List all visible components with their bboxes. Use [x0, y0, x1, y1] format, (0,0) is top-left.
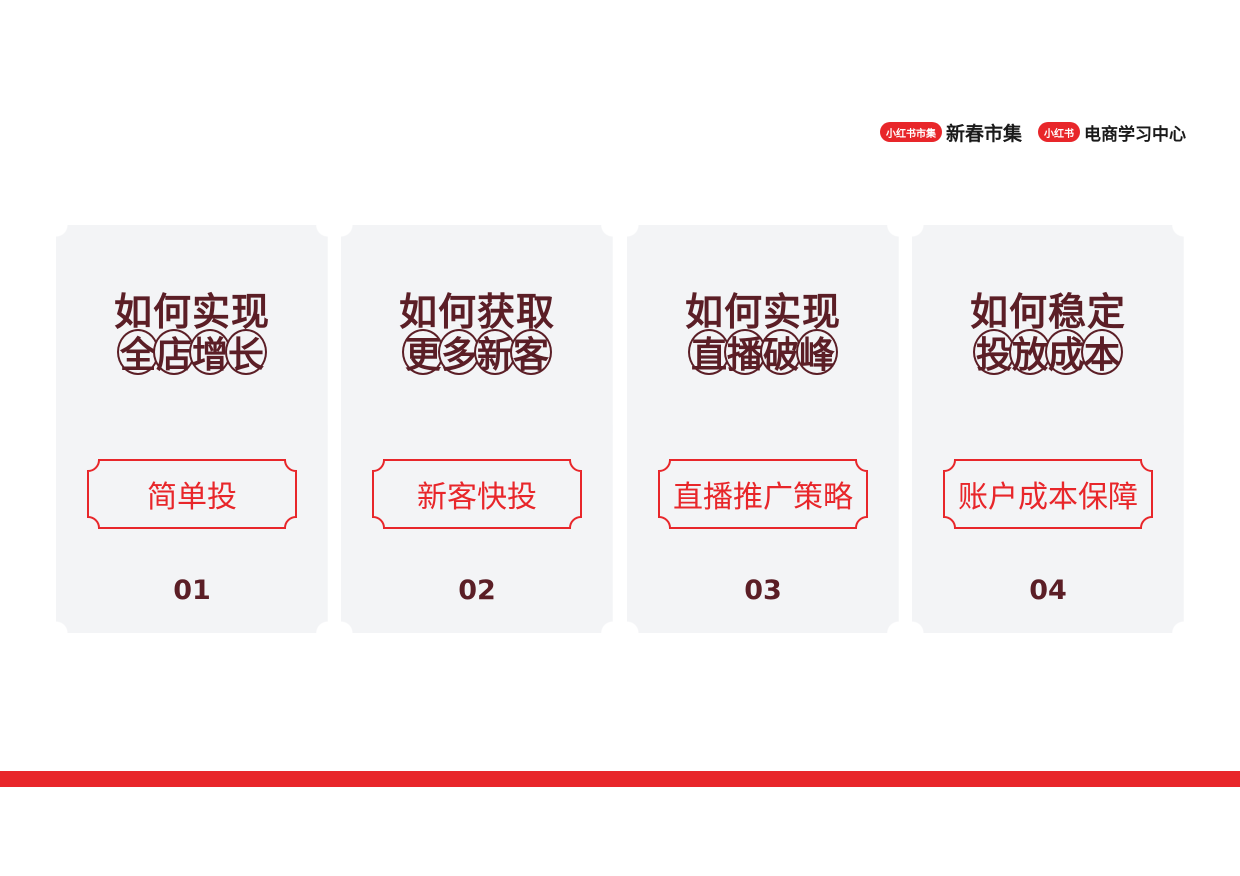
card-2[interactable]: 如何获取 更 多 新 客 新客快投 02 [341, 225, 613, 633]
goal-char: 新 [474, 329, 516, 376]
goal-char: 峰 [796, 329, 838, 376]
card-tag: 简单投 [147, 480, 237, 515]
spring-market-title: 新春市集 [946, 122, 1023, 145]
goal-char: 直 [688, 329, 730, 376]
tag-frame [658, 459, 868, 529]
card-number: 02 [458, 575, 496, 606]
card-tag: 直播推广策略 [673, 480, 853, 515]
card-4[interactable]: 如何稳定 投 放 成 本 账户成本保障 04 [912, 225, 1184, 633]
card-number: 03 [744, 575, 782, 606]
card-question: 如何实现 [113, 290, 270, 334]
card-question: 如何实现 [684, 290, 841, 334]
tag-frame [372, 459, 582, 529]
ecommerce-learning-center-title: 电商学习中心 [1084, 124, 1187, 145]
card-goal: 直 播 破 峰 [688, 329, 838, 376]
card-goal: 投 放 成 本 [973, 329, 1123, 376]
card-tag: 新客快投 [417, 480, 537, 515]
header-logos: 小红书市集 新春市集 小红书 电商学习中心 [880, 118, 1200, 146]
goal-char: 投 [973, 329, 1015, 376]
card-3[interactable]: 如何实现 直 播 破 峰 直播推广策略 03 [627, 225, 899, 633]
card-1[interactable]: 如何实现 全 店 增 长 简单投 01 [56, 225, 328, 633]
card-goal: 全 店 增 长 [117, 329, 267, 376]
card-number: 04 [1029, 575, 1067, 606]
tag-frame [87, 459, 297, 529]
card-goal: 更 多 新 客 [402, 329, 552, 376]
xiaohongshu-market-logo: 小红书市集 [880, 122, 942, 142]
goal-char: 长 [225, 329, 267, 376]
goal-char: 成 [1045, 329, 1087, 376]
card-question: 如何稳定 [969, 290, 1126, 334]
goal-char: 增 [189, 329, 231, 376]
footer-red-bar [0, 771, 1240, 787]
goal-char: 全 [117, 329, 159, 376]
card-tag: 账户成本保障 [958, 480, 1138, 515]
goal-char: 多 [438, 329, 480, 376]
tag-frame [943, 459, 1153, 529]
card-question: 如何获取 [398, 290, 555, 334]
xiaohongshu-logo: 小红书 [1038, 122, 1081, 142]
goal-char: 本 [1081, 329, 1123, 376]
goal-char: 播 [724, 329, 766, 376]
card-number: 01 [173, 575, 211, 606]
goal-char: 客 [510, 329, 552, 376]
goal-char: 破 [760, 329, 802, 376]
